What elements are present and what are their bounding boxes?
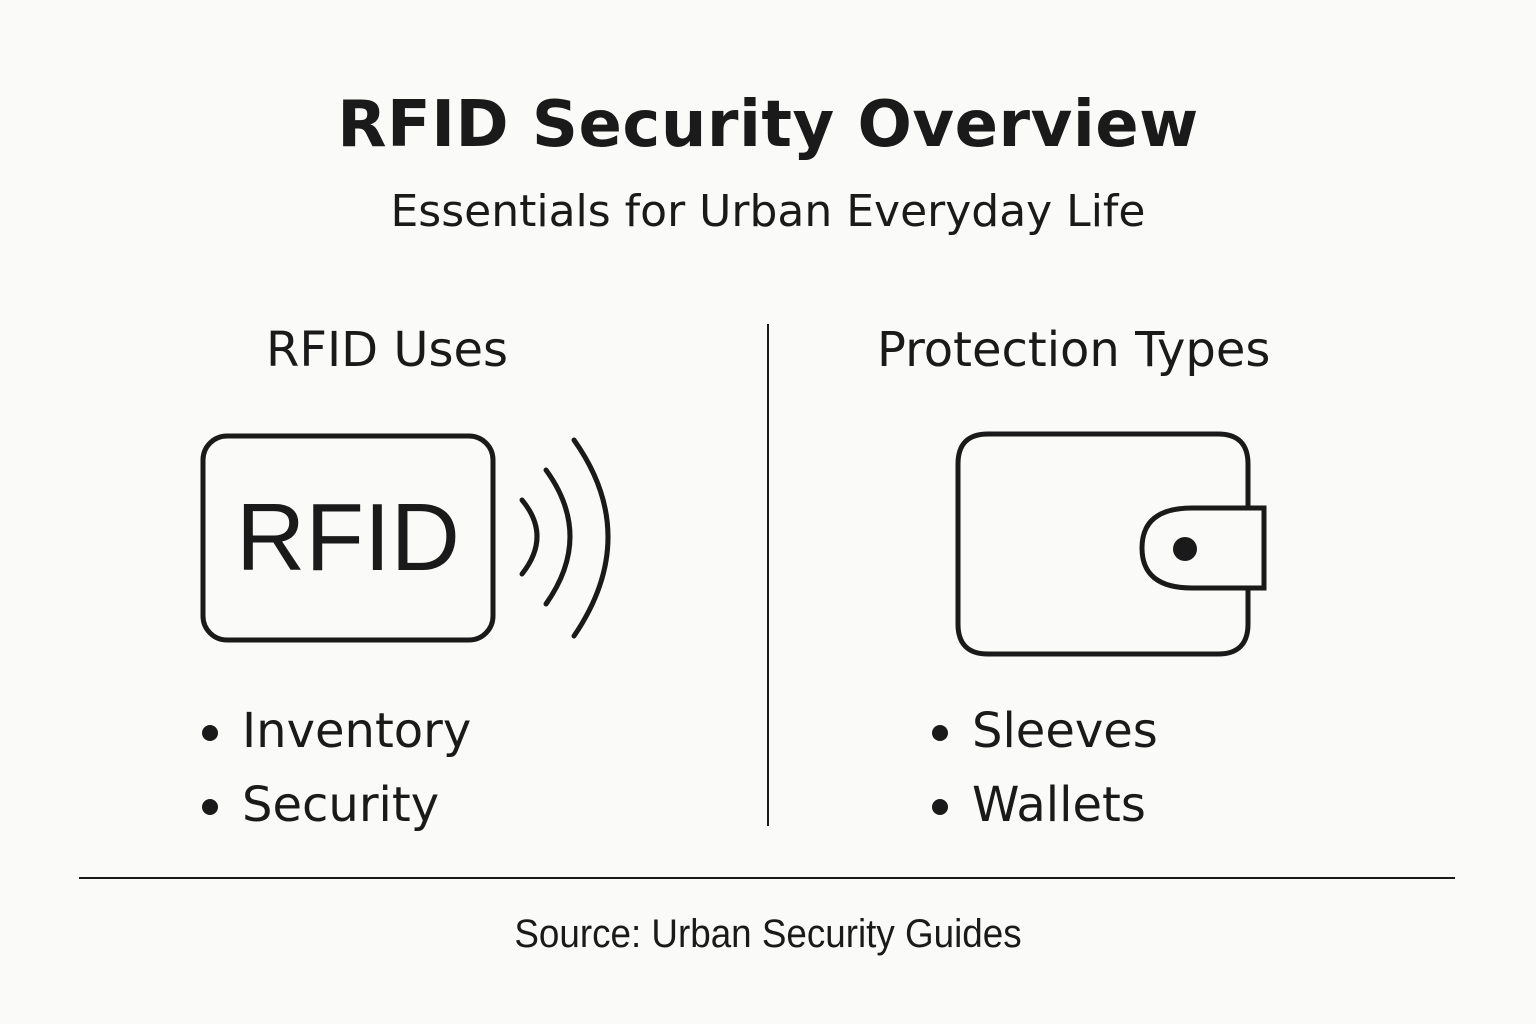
protection-types-list: Sleeves Wallets <box>932 694 1158 842</box>
page-title: RFID Security Overview <box>337 88 1199 162</box>
wallet-icon <box>955 431 1267 657</box>
column-divider <box>767 324 769 826</box>
list-item: Security <box>202 768 471 842</box>
footer-divider <box>79 877 1455 879</box>
list-item-label: Sleeves <box>972 703 1158 759</box>
rfid-card-with-signal-waves-icon <box>200 433 611 643</box>
bullet-icon <box>202 799 218 815</box>
list-item-label: Wallets <box>972 777 1146 833</box>
protection-types-heading: Protection Types <box>877 322 1271 378</box>
list-item: Inventory <box>202 694 471 768</box>
bullet-icon <box>202 725 218 741</box>
rfid-uses-list: Inventory Security <box>202 694 471 842</box>
list-item-label: Security <box>242 777 440 833</box>
list-item-label: Inventory <box>242 703 472 759</box>
list-item: Wallets <box>932 768 1158 842</box>
page-subtitle: Essentials for Urban Everyday Life <box>390 186 1146 237</box>
list-item: Sleeves <box>932 694 1158 768</box>
source-caption: Source: Urban Security Guides <box>514 912 1022 956</box>
rfid-uses-heading: RFID Uses <box>266 322 509 378</box>
bullet-icon <box>932 799 948 815</box>
rfid-card-label: RFID <box>236 484 460 591</box>
bullet-icon <box>932 725 948 741</box>
